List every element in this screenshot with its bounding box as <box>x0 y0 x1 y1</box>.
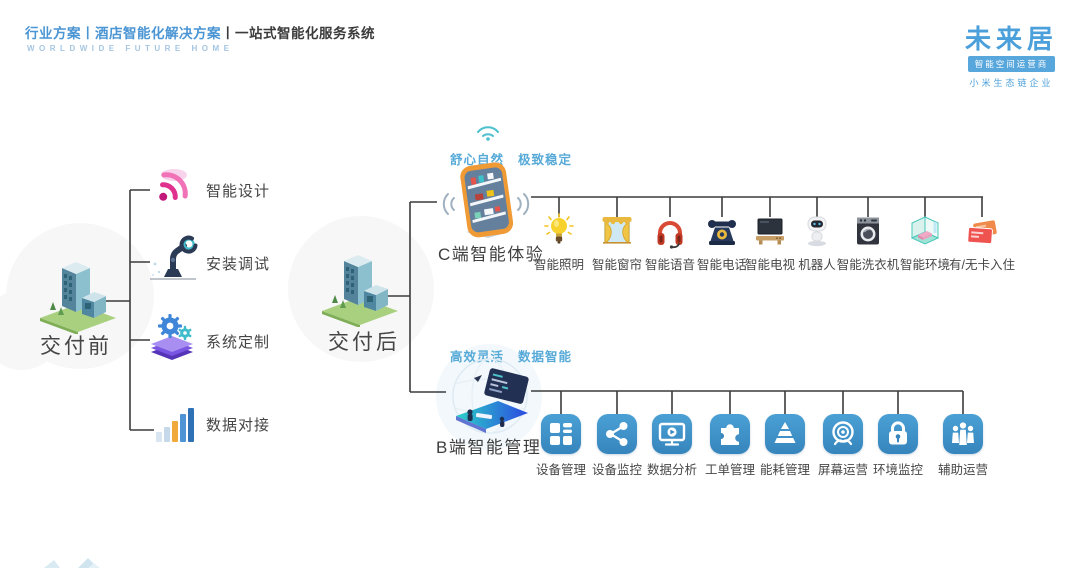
tile-background <box>597 414 637 454</box>
page-title-secondary: 丨一站式智能化服务系统 <box>221 26 375 41</box>
energy-management-icon <box>774 422 796 443</box>
b-branch-tagline: 高效灵活数据智能 <box>450 346 572 365</box>
smart-voice-icon <box>657 221 683 249</box>
leaf-label: 屏幕运营 <box>817 463 868 477</box>
leaf-item: 智能洗衣机 <box>828 213 908 273</box>
page-subtitle: WORLDWIDE FUTURE HOME <box>27 44 234 53</box>
robot-arm-icon <box>150 235 198 280</box>
data-analysis-icon <box>658 422 686 446</box>
brand-logo: 未来居 智能空间运营商 小米生态链企业 <box>964 24 1058 89</box>
bar-chart-icon <box>156 408 194 442</box>
c-experience-illustration <box>436 158 536 246</box>
device-monitoring-icon <box>606 422 628 446</box>
leaf-label: 机器人 <box>798 258 836 272</box>
leaf-item: 智能环境 <box>885 213 965 273</box>
leaf-label: 智能语音 <box>644 258 695 272</box>
wifi-design-icon <box>159 169 188 201</box>
tile-background <box>765 414 805 454</box>
smart-tv-icon <box>756 218 784 245</box>
leaf-item: 智能电话 <box>682 213 762 273</box>
page-title: 行业方案丨酒店智能化解决方案丨一站式智能化服务系统 <box>25 22 375 42</box>
leaf-item: 智能窗帘 <box>577 213 657 273</box>
leaf-item: 屏幕运营 <box>803 414 883 478</box>
leaf-label: 设备管理 <box>535 463 586 477</box>
page-title-primary: 行业方案丨酒店智能化解决方案 <box>25 26 221 41</box>
c-branch-label: C端智能体验 <box>438 245 545 264</box>
leaf-item: 能耗管理 <box>745 414 825 478</box>
brand-logo-text: 未来居 <box>964 24 1058 54</box>
b-tagline-first: 高效灵活 <box>450 350 505 364</box>
leaf-label: 智能电话 <box>696 258 747 272</box>
b-tagline-second: 数据智能 <box>518 350 573 364</box>
smart-lighting-icon <box>544 213 574 244</box>
leaf-item: 辅助运营 <box>923 414 1003 478</box>
screen-operation-icon <box>832 421 854 446</box>
smart-washer-icon <box>857 217 879 245</box>
leaf-label: 数据分析 <box>646 463 697 477</box>
tile-background <box>943 414 983 454</box>
smart-phone-shelf-icon <box>442 162 530 238</box>
tile-background <box>710 414 750 454</box>
assist-operation-icon <box>952 422 974 445</box>
leaf-item: 智能照明 <box>519 213 599 273</box>
smart-phone-icon <box>708 220 736 245</box>
tile-background <box>652 414 692 454</box>
branch-item-install <box>146 232 200 286</box>
branch-item-data <box>152 402 196 446</box>
branch-label-design: 智能设计 <box>206 183 271 200</box>
corner-watermark <box>38 556 118 568</box>
leaf-item: 工单管理 <box>690 414 770 478</box>
device-management-icon <box>550 423 572 445</box>
leaf-label: 设备监控 <box>591 463 642 477</box>
environment-monitoring-icon <box>889 421 907 445</box>
leaf-label: 智能照明 <box>533 258 584 272</box>
post-delivery-label: 交付后 <box>328 331 400 354</box>
branch-label-install: 安装调试 <box>206 256 271 273</box>
building-icon <box>322 255 398 327</box>
leaf-item: 有/无卡入住 <box>942 213 1022 273</box>
smart-environment-icon <box>910 216 940 245</box>
brand-tagline-box: 智能空间运营商 <box>967 56 1056 73</box>
branch-label-system: 系统定制 <box>206 334 271 351</box>
tile-background <box>878 414 918 454</box>
leaf-label: 辅助运营 <box>937 463 988 477</box>
leaf-label: 有/无卡入住 <box>949 258 1015 272</box>
card-checkin-icon <box>967 220 997 245</box>
branch-label-data: 数据对接 <box>206 417 271 434</box>
c-tagline-second: 极致稳定 <box>518 153 573 167</box>
pre-delivery-building <box>36 250 120 334</box>
dashboard-illustration-icon <box>452 358 529 434</box>
robot-icon <box>807 216 827 247</box>
leaf-item: 数据分析 <box>632 414 712 478</box>
cloud-decoration <box>0 290 62 370</box>
leaf-label: 环境监控 <box>872 463 923 477</box>
gears-layers-icon <box>151 314 193 360</box>
work-order-icon <box>721 424 739 445</box>
post-delivery-building <box>318 243 402 327</box>
b-management-illustration <box>440 356 540 436</box>
wifi-signal-icon <box>474 122 502 142</box>
branch-item-design <box>148 166 194 212</box>
leaf-label: 智能洗衣机 <box>836 258 900 272</box>
leaf-item: 环境监控 <box>858 414 938 478</box>
b-branch-label: B端智能管理 <box>436 438 542 457</box>
leaf-item: 设备监控 <box>577 414 657 478</box>
leaf-item: 智能语音 <box>630 213 710 273</box>
leaf-label: 智能窗帘 <box>591 258 642 272</box>
pre-delivery-label: 交付前 <box>40 335 112 358</box>
tile-background <box>541 414 581 454</box>
tile-background <box>823 414 863 454</box>
smart-curtain-icon <box>602 217 632 244</box>
leaf-label: 智能电视 <box>744 258 795 272</box>
leaf-label: 能耗管理 <box>759 463 810 477</box>
brand-tagline: 小米生态链企业 <box>969 78 1054 89</box>
leaf-item: 智能电视 <box>730 213 810 273</box>
branch-item-system <box>148 312 198 362</box>
leaf-item: 设备管理 <box>521 414 601 478</box>
leaf-label: 智能环境 <box>899 258 950 272</box>
leaf-label: 工单管理 <box>704 463 755 477</box>
leaf-item: 机器人 <box>777 213 857 273</box>
building-icon <box>40 262 116 334</box>
